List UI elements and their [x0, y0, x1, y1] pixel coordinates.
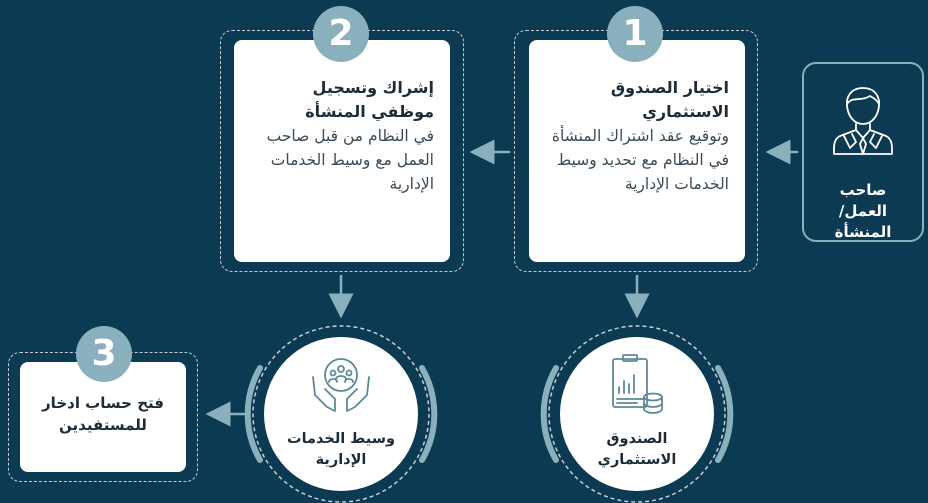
step2-number-badge: 2 — [313, 6, 369, 62]
actor-box: صاحب العمل/ المنشأة — [802, 62, 924, 242]
step3-title: فتح حساب ادخار للمستفيدين — [42, 394, 164, 434]
fund-left-arc — [540, 365, 559, 463]
step1-title: اختيار الصندوق الاستثماري — [610, 78, 729, 121]
businessman-icon — [833, 87, 893, 155]
fund-right-arc — [715, 365, 734, 463]
hands-people-icon — [312, 358, 370, 412]
broker-left-arc — [244, 365, 263, 463]
fund-label: الصندوق الاستثماري — [597, 431, 677, 468]
actor-inner: صاحب العمل/ المنشأة — [810, 70, 916, 241]
broker-dashed-ring — [252, 325, 430, 503]
step2-title: إشراك وتسجيل موظفي المنشأة — [305, 78, 434, 121]
investment-document-icon — [612, 354, 663, 414]
actor-label: صاحب العمل/ المنشأة — [834, 181, 892, 241]
broker-circle: وسيط الخدمات الإدارية — [264, 337, 418, 491]
broker-right-arc — [419, 365, 438, 463]
step2-body: في النظام من قبل صاحب العمل مع وسيط الخد… — [266, 127, 434, 193]
step3-number-badge: 3 — [76, 326, 132, 382]
step1-number-badge: 1 — [607, 6, 663, 62]
broker-label: وسيط الخدمات الإدارية — [287, 431, 395, 468]
step1-body: وتوقيع عقد اشتراك المنشأة في النظام مع ت… — [551, 127, 729, 193]
step1-card: اختيار الصندوق الاستثماري وتوقيع عقد اشت… — [529, 40, 745, 262]
fund-circle: الصندوق الاستثماري — [560, 337, 714, 491]
fund-dashed-ring — [548, 325, 726, 503]
step2-card: إشراك وتسجيل موظفي المنشأة في النظام من … — [234, 40, 450, 262]
